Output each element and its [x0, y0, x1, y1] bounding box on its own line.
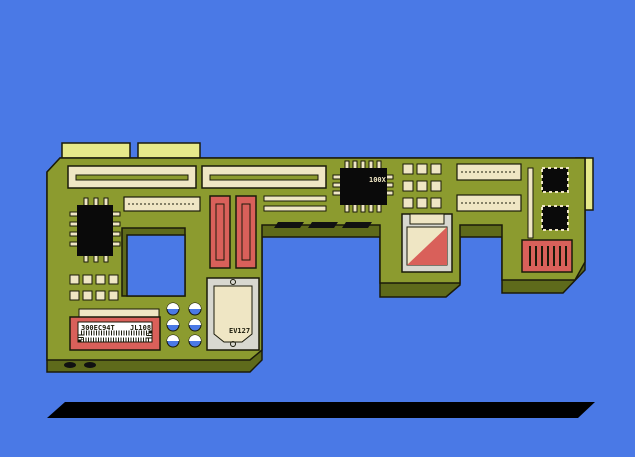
- board-cutout: [121, 227, 186, 297]
- barcode-left-text: 300EC94T: [81, 324, 115, 332]
- left-chip: [69, 197, 121, 263]
- board-shadow: [47, 402, 595, 418]
- module-label: EV127: [229, 327, 250, 335]
- barcode-sticker: 300EC94T JL108: [69, 308, 161, 351]
- main-chip: 100X: [332, 160, 394, 213]
- main-chip-label: 100X: [369, 176, 387, 184]
- mounting-holes: [64, 362, 96, 368]
- barcode-right-text: JL108: [130, 324, 151, 332]
- vertical-red-connectors: [209, 195, 257, 269]
- red-connector-right: [521, 239, 573, 273]
- square-sensor: [401, 213, 453, 273]
- small-components-left: [69, 274, 119, 301]
- right-chips: [541, 167, 569, 231]
- small-components-middle: [402, 163, 442, 209]
- ev-module: EV127: [206, 277, 260, 351]
